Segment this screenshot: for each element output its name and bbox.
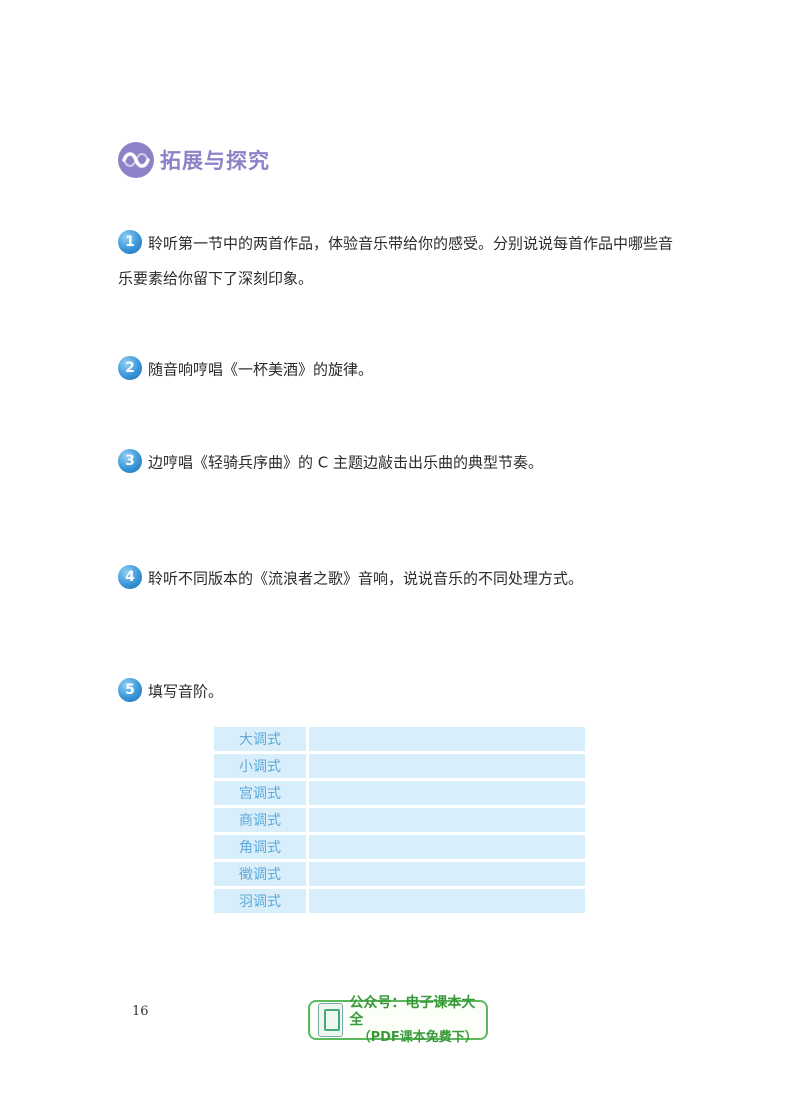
mode-label: 商调式 <box>214 808 309 832</box>
scale-answer-cell[interactable] <box>309 808 585 832</box>
question-text: 聆听第一节中的两首作品，体验音乐带给你的感受。分别说说每首作品中哪些音乐要素给你… <box>118 234 674 288</box>
table-row: 角调式 <box>214 835 585 859</box>
question-number: 4 <box>118 564 142 589</box>
watermark-line-2: （PDF课本免费下） <box>357 1029 478 1045</box>
scale-answer-cell[interactable] <box>309 862 585 886</box>
question-number: 2 <box>118 355 142 380</box>
question-number: 3 <box>118 448 142 473</box>
question-text: 随音响哼唱《一杯美酒》的旋律。 <box>148 360 374 379</box>
question-2: 2 随音响哼唱《一杯美酒》的旋律。 <box>118 352 678 387</box>
ebook-icon <box>318 1003 344 1037</box>
scale-answer-cell[interactable] <box>309 754 585 778</box>
table-row: 大调式 <box>214 727 585 751</box>
table-row: 徵调式 <box>214 862 585 886</box>
watermark-badge: 公众号：电子课本大全 （PDF课本免费下） <box>308 995 488 1045</box>
question-number: 5 <box>118 677 142 702</box>
question-text: 填写音阶。 <box>148 682 224 701</box>
table-row: 羽调式 <box>214 889 585 913</box>
mode-label: 小调式 <box>214 754 309 778</box>
question-text: 聆听不同版本的《流浪者之歌》音响，说说音乐的不同处理方式。 <box>148 569 584 588</box>
mode-label: 宫调式 <box>214 781 309 805</box>
scale-answer-cell[interactable] <box>309 781 585 805</box>
scale-answer-cell[interactable] <box>309 835 585 859</box>
question-4: 4 聆听不同版本的《流浪者之歌》音响，说说音乐的不同处理方式。 <box>118 561 678 596</box>
table-row: 小调式 <box>214 754 585 778</box>
mode-label: 徵调式 <box>214 862 309 886</box>
question-5: 5 填写音阶。 <box>118 674 678 709</box>
watermark-line-1: 公众号：电子课本大全 <box>349 994 476 1028</box>
section-title: 拓展与探究 <box>160 149 270 173</box>
table-row: 商调式 <box>214 808 585 832</box>
watermark-text: 公众号：电子课本大全 （PDF课本免费下） <box>349 995 486 1046</box>
mode-label: 角调式 <box>214 835 309 859</box>
mode-label: 羽调式 <box>214 889 309 913</box>
question-number: 1 <box>118 229 142 254</box>
table-row: 宫调式 <box>214 781 585 805</box>
question-text: 边哼唱《轻骑兵序曲》的 C 主题边敲击出乐曲的典型节奏。 <box>148 453 544 472</box>
page-number: 16 <box>132 1004 149 1019</box>
mode-label: 大调式 <box>214 727 309 751</box>
scale-answer-cell[interactable] <box>309 889 585 913</box>
question-3: 3 边哼唱《轻骑兵序曲》的 C 主题边敲击出乐曲的典型节奏。 <box>118 445 678 480</box>
wave-icon <box>118 142 154 178</box>
section-header: 拓展与探究 <box>118 140 270 180</box>
scale-table: 大调式 小调式 宫调式 商调式 角调式 徵调式 羽调式 <box>214 724 585 916</box>
scale-answer-cell[interactable] <box>309 727 585 751</box>
